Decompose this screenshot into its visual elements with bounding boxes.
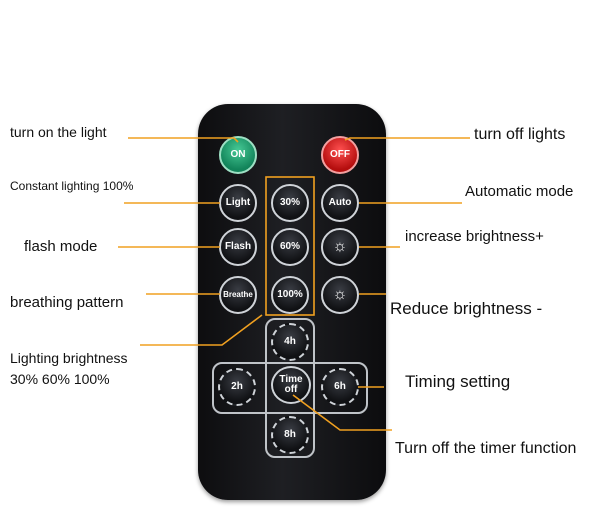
- timer-6h-button[interactable]: 6h: [321, 368, 359, 406]
- sun-up-icon: ☼: [332, 238, 348, 255]
- timer-2h-button[interactable]: 2h: [218, 368, 256, 406]
- timer-4h-button[interactable]: 4h: [271, 323, 309, 361]
- breathe-button[interactable]: Breathe: [219, 276, 257, 314]
- off-button[interactable]: OFF: [321, 136, 359, 174]
- label-turn-on: turn on the light: [10, 124, 107, 140]
- label-timing: Timing setting: [405, 372, 511, 391]
- timer-cross-vertical: [265, 318, 315, 458]
- label-flash: flash mode: [24, 238, 98, 255]
- timer-8h-button[interactable]: 8h: [271, 416, 309, 454]
- increase-brightness-button[interactable]: ☼: [321, 228, 359, 266]
- brightness-30-button[interactable]: 30%: [271, 184, 309, 222]
- brightness-group-box: [265, 176, 315, 316]
- auto-button[interactable]: Auto: [321, 184, 359, 222]
- label-increase: increase brightness+: [405, 228, 544, 245]
- label-brightness-values: 30% 60% 100%: [10, 371, 110, 387]
- brightness-100-button[interactable]: 100%: [271, 276, 309, 314]
- leader-line: [292, 394, 392, 431]
- leader-line: [128, 137, 239, 143]
- label-timer-off: Turn off the timer function: [395, 440, 577, 457]
- leader-line: [344, 137, 470, 141]
- timer-cross-horizontal: [212, 362, 368, 414]
- label-constant: Constant lighting 100%: [10, 179, 134, 193]
- label-breathing: breathing pattern: [10, 294, 124, 311]
- label-automatic: Automatic mode: [465, 183, 574, 200]
- label-turn-off: turn off lights: [474, 126, 566, 143]
- decrease-brightness-button[interactable]: ☼: [321, 276, 359, 314]
- brightness-60-button[interactable]: 60%: [271, 228, 309, 266]
- sun-down-icon: ☼: [332, 286, 348, 303]
- leader-line: [140, 314, 263, 346]
- label-brightness-title: Lighting brightness: [10, 350, 128, 366]
- label-reduce: Reduce brightness -: [390, 299, 543, 318]
- time-off-button[interactable]: Time off: [271, 366, 311, 404]
- on-button[interactable]: ON: [219, 136, 257, 174]
